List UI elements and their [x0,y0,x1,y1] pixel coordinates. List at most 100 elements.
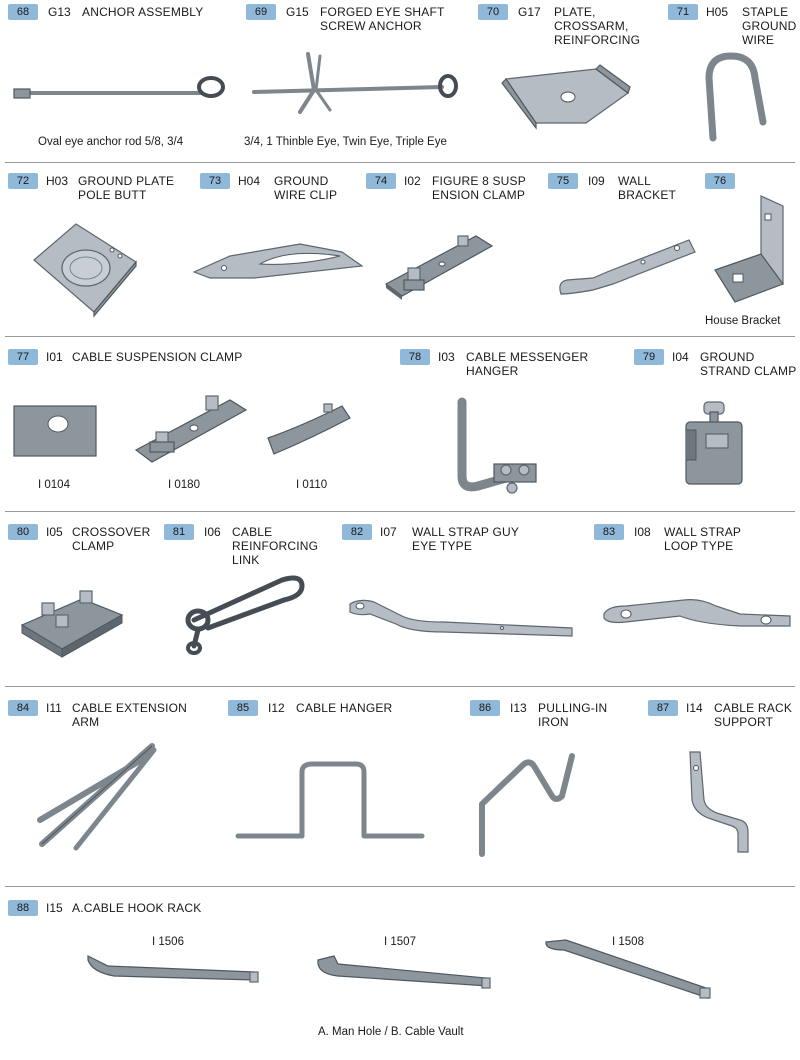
item-name: CROSSOVER CLAMP [72,525,151,553]
suspension-clamp-block-image [13,405,97,457]
item-name: PULLING-IN IRON [538,701,608,729]
catalog-item-81: 81 I06 CABLE REINFORCING LINK [164,524,334,574]
item-code: I01 [46,350,63,364]
item-number-badge: 79 [634,349,664,365]
wall-bracket-image [559,239,696,295]
item-code: I02 [404,174,421,188]
item-number-badge: 82 [342,524,372,540]
caption-i1508: I 1508 [612,936,644,948]
item-name: CABLE SUSPENSION CLAMP [72,350,243,364]
item-code: I06 [204,525,221,539]
item-number-badge: 81 [164,524,194,540]
item-name: WALL STRAP GUY EYE TYPE [412,525,520,553]
staple-image [705,52,767,142]
catalog-item-72: 72 H03 GROUND PLATE POLE BUTT [8,173,188,209]
catalog-item-70: 70 G17 PLATE, CROSSARM, REINFORCING [478,4,658,54]
house-bracket-image [714,195,784,303]
item-number-badge: 71 [668,4,698,20]
wall-strap-loop-image [603,599,791,627]
item-number-badge: 74 [366,173,396,189]
anchor-rod-image [13,76,225,99]
catalog-item-82: 82 I07 WALL STRAP GUY EYE TYPE [342,524,582,560]
extension-arm-image [37,743,157,851]
ground-strand-clamp-image [685,401,743,485]
catalog-item-74: 74 I02 FIGURE 8 SUSP ENSION CLAMP [366,173,546,209]
row-divider [5,162,795,163]
item-code: G17 [518,5,541,19]
caption-i1506: I 1506 [152,936,184,948]
ground-wire-clip-image [192,243,364,279]
item-number-badge: 85 [228,700,258,716]
item-name: WALL STRAP LOOP TYPE [664,525,742,553]
item-name: FIGURE 8 SUSP ENSION CLAMP [432,174,526,202]
wall-strap-guy-eye-image [349,599,573,637]
item-name: CABLE HANGER [296,701,393,715]
cable-hanger-image [235,761,425,839]
hook-rack-i1508-image [545,939,711,999]
caption-anchor-rod: Oval eye anchor rod 5/8, 3/4 [38,136,184,148]
ground-plate-image [33,223,137,318]
item-code: I07 [380,525,397,539]
suspension-clamp-plate-image [134,395,248,463]
item-name: CABLE REINFORCING LINK [232,525,319,567]
caption-i0104: I 0104 [38,479,70,491]
item-number-badge: 69 [246,4,276,20]
catalog-item-69: 69 G15 FORGED EYE SHAFT SCREW ANCHOR [246,4,486,44]
catalog-item-78: 78 I03 CABLE MESSENGER HANGER [400,349,610,385]
item-code: I12 [268,701,285,715]
item-number-badge: 72 [8,173,38,189]
catalog-item-71: 71 H05 STAPLE GROUND WIRE [668,4,798,54]
item-code: I05 [46,525,63,539]
row-divider [5,336,795,337]
caption-i0110: I 0110 [296,479,328,491]
catalog-item-80: 80 I05 CROSSOVER CLAMP [8,524,158,560]
item-number-badge: 84 [8,700,38,716]
catalog-item-84: 84 I11 CABLE EXTENSION ARM [8,700,218,736]
row-divider [5,886,795,887]
catalog-item-79: 79 I04 GROUND STRAND CLAMP [634,349,798,385]
item-number-badge: 78 [400,349,430,365]
item-name: CABLE EXTENSION ARM [72,701,188,729]
cable-rack-support-image [689,751,749,853]
hook-rack-i1506-image [87,955,259,983]
item-name: GROUND STRAND CLAMP [700,350,797,378]
suspension-clamp-curved-image [267,403,351,455]
footer-caption: A. Man Hole / B. Cable Vault [318,1026,464,1038]
catalog-item-75: 75 I09 WALL BRACKET [548,173,698,209]
item-name: PLATE, CROSSARM, REINFORCING [554,5,641,47]
item-name: CABLE MESSENGER HANGER [466,350,589,378]
item-number-badge: 83 [594,524,624,540]
item-code: I15 [46,901,63,915]
catalog-item-87: 87 I14 CABLE RACK SUPPORT [648,700,798,736]
catalog-item-85: 85 I12 CABLE HANGER [228,700,428,720]
item-number-badge: 86 [470,700,500,716]
item-code: H03 [46,174,69,188]
caption-house-bracket: House Bracket [705,315,781,327]
item-code: H05 [706,5,729,19]
catalog-item-76: 76 [705,173,765,193]
item-number-badge: 77 [8,349,38,365]
catalog-item-83: 83 I08 WALL STRAP LOOP TYPE [594,524,794,560]
messenger-hanger-image [457,397,537,494]
item-number-badge: 68 [8,4,38,20]
caption-thimble-eye: 3/4, 1 Thinble Eye, Twin Eye, Triple Eye [244,136,447,148]
item-code: I08 [634,525,651,539]
item-name: CABLE RACK SUPPORT [714,701,793,729]
catalog-item-88: 88 I15 A.CABLE HOOK RACK [8,900,268,920]
crossarm-plate-image [501,64,631,130]
item-code: G15 [286,5,309,19]
item-code: I04 [672,350,689,364]
caption-i1507: I 1507 [384,936,416,948]
item-number-badge: 76 [705,173,735,189]
item-number-badge: 73 [200,173,230,189]
item-number-badge: 80 [8,524,38,540]
catalog-item-73: 73 H04 GROUND WIRE CLIP [200,173,360,209]
item-name: GROUND PLATE POLE BUTT [78,174,175,202]
item-code: I11 [46,701,62,715]
item-code: I14 [686,701,703,715]
screw-anchor-image [252,52,458,114]
item-number-badge: 88 [8,900,38,916]
item-code: G13 [48,5,71,19]
item-code: I13 [510,701,527,715]
catalog-item-77: 77 I01 CABLE SUSPENSION CLAMP [8,349,308,369]
